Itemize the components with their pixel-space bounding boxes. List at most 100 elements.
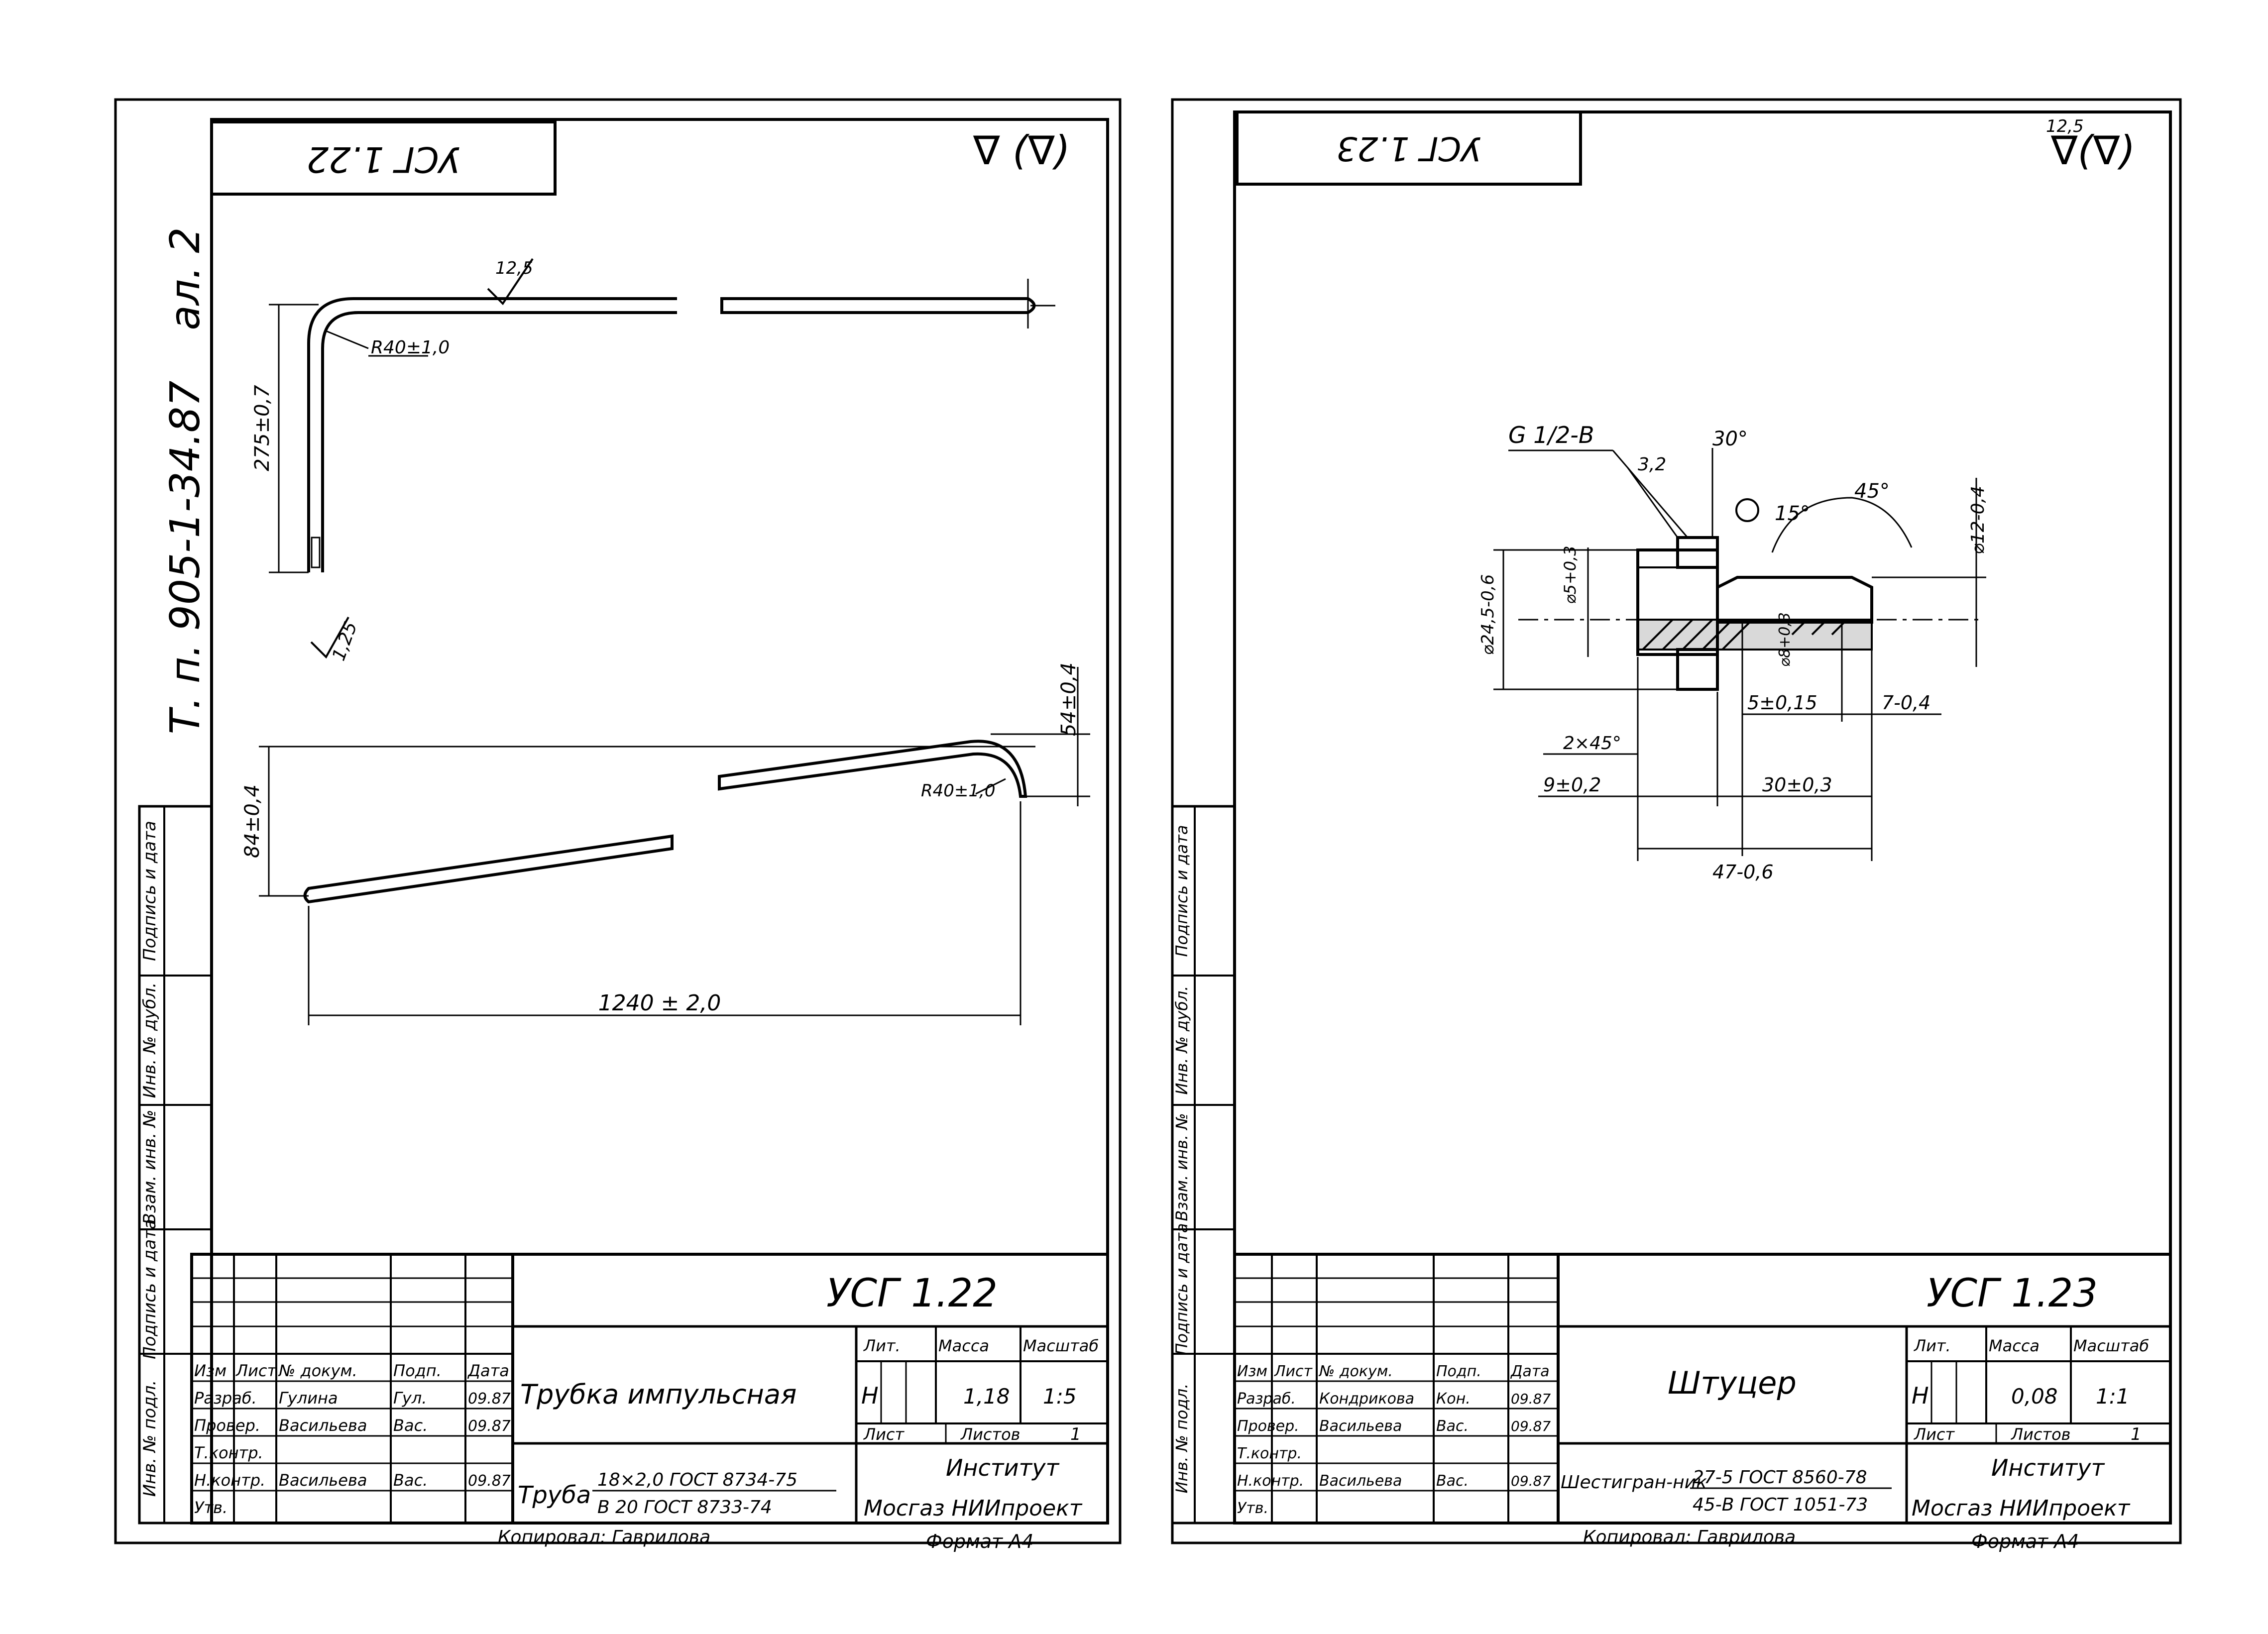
right-angle-45: 45° xyxy=(1854,480,1890,503)
left-tb-sheets: 1 xyxy=(1070,1424,1081,1444)
right-side-stamp: Инв. № подл. Подпись и дата Взам. инв. №… xyxy=(1171,805,1236,1525)
sheet-right: УСГ 1.23 ∇(∇) 12,5 xyxy=(1171,98,2182,1552)
right-dim-d12: ⌀12-0,4 xyxy=(1968,486,1988,554)
left-tb-sheets-label: Листов xyxy=(960,1425,1021,1444)
left-dim-radius-top: R40±1,0 xyxy=(371,337,450,358)
right-tb-r0-role: Разраб. xyxy=(1237,1390,1296,1408)
right-tb-r0-name: Кондрикова xyxy=(1319,1390,1414,1408)
right-tb-material-1: 27-5 ГОСТ 8560-78 xyxy=(1693,1467,1867,1488)
left-corner-code: УСГ 1.22 xyxy=(307,139,460,180)
left-dim-1240: 1240 ± 2,0 xyxy=(598,990,721,1016)
left-tb-institute: Институт xyxy=(946,1454,1059,1481)
left-tb-h4: Дата xyxy=(467,1361,509,1380)
left-side-label-3: Инв. № дубл. xyxy=(140,982,160,1098)
right-tb-lit-label: Лит. xyxy=(1914,1336,1951,1355)
left-upper-tube: 12,5 275±0,7 R40±1,0 1,25 xyxy=(251,258,1055,663)
right-tb-r1-date: 09.87 xyxy=(1511,1418,1551,1434)
right-corner-stamp xyxy=(1236,110,1582,186)
right-tb-material-prefix: Шестигран-ник xyxy=(1561,1472,1707,1493)
left-dim-radius-bottom: R40±1,0 xyxy=(921,781,995,801)
right-side-label-4: Подпись и дата xyxy=(1172,825,1191,957)
right-copied: Копировал: Гаврилова xyxy=(1583,1527,1796,1547)
right-dim-chamfer: 2×45° xyxy=(1563,733,1621,754)
right-dim-d245: ⌀24,5-0,6 xyxy=(1478,574,1498,655)
left-tb-lit-label: Лит. xyxy=(863,1336,901,1355)
right-side-label-2: Взам. инв. № xyxy=(1172,1113,1191,1221)
right-thread-label: G 1/2-B xyxy=(1508,422,1594,448)
right-tb-institute: Институт xyxy=(1991,1454,2105,1481)
right-title-block: Изм Лист № докум. Подп. Дата Разраб. Кон… xyxy=(1233,1253,2172,1552)
right-format: Формат А4 xyxy=(1971,1530,2079,1552)
left-side-label-1: Подпись и дата xyxy=(140,1219,160,1359)
left-roughness-symbol: ∇ (∇) xyxy=(973,127,1070,174)
right-roughness-note: 12,5 xyxy=(2046,116,2084,136)
left-side-label-2: Взам. инв. № xyxy=(140,1110,160,1225)
right-tb-code: УСГ 1.23 xyxy=(1927,1271,2098,1316)
left-tb-r0-role: Разраб. xyxy=(194,1389,257,1408)
left-tb-r0-date: 09.87 xyxy=(468,1390,511,1408)
right-tb-r3-sign: Вас. xyxy=(1436,1472,1469,1490)
right-tb-h0: Изм xyxy=(1237,1363,1267,1380)
right-dim-47: 47-0,6 xyxy=(1712,861,1774,883)
left-side-label-0: Инв. № подл. xyxy=(140,1380,160,1497)
left-tb-r1-name: Васильева xyxy=(279,1416,367,1435)
left-dim-275: 275±0,7 xyxy=(251,385,274,471)
left-tb-material-2: В 20 ГОСТ 8733-74 xyxy=(597,1497,772,1518)
right-tb-h3: Подп. xyxy=(1436,1363,1481,1380)
left-tb-r3-name: Васильева xyxy=(279,1471,367,1490)
left-side-label-4: Подпись и дата xyxy=(140,821,160,961)
left-tb-mass-label: Масса xyxy=(938,1336,989,1355)
left-copied: Копировал: Гаврилова xyxy=(498,1527,710,1547)
right-corner-code: УСГ 1.23 xyxy=(1336,129,1481,168)
right-roughness-symbol: ∇(∇) xyxy=(2050,127,2135,174)
right-tb-r1-role: Провер. xyxy=(1237,1417,1299,1435)
left-tb-org: Мосгаз НИИпроект xyxy=(864,1496,1083,1521)
left-title-block: Изм Лист № докум. Подп. Дата Разраб. Гул… xyxy=(190,1253,1109,1552)
left-tb-h3: Подп. xyxy=(393,1361,442,1380)
left-dim-54: 54±0,4 xyxy=(1057,662,1080,736)
left-side-stamp: Инв. № подл. Подпись и дата Взам. инв. №… xyxy=(138,805,213,1525)
right-roughness-small: 3,2 xyxy=(1638,454,1666,475)
right-dim-9: 9±0,2 xyxy=(1543,774,1601,796)
left-tb-r3-sign: Вас. xyxy=(393,1471,428,1490)
left-tb-material-prefix: Труба xyxy=(518,1481,591,1509)
left-tb-h1: Лист xyxy=(235,1361,277,1380)
right-tb-org: Мосгаз НИИпроект xyxy=(1912,1496,2131,1521)
right-tb-h1: Лист xyxy=(1274,1363,1313,1380)
right-tb-mass: 0,08 xyxy=(2011,1384,2058,1409)
left-tb-sheet-label: Лист xyxy=(863,1425,905,1444)
right-angle-15: 15° xyxy=(1775,502,1810,525)
left-tb-lit: Н xyxy=(861,1382,879,1409)
right-fitting-drawing: G 1/2-B 3,2 30° 15° 45° ⌀12-0,4 ⌀24,5-0,… xyxy=(1478,422,1988,883)
right-tb-r0-date: 09.87 xyxy=(1511,1391,1551,1407)
left-sheet-id: Т. п. 905-1-34.87 xyxy=(162,381,209,735)
left-tb-mass: 1,18 xyxy=(963,1384,1010,1409)
left-format: Формат А4 xyxy=(926,1530,1033,1552)
right-tb-r4-role: Утв. xyxy=(1237,1500,1268,1517)
right-dim-30: 30±0,3 xyxy=(1762,774,1832,796)
right-tb-sheets-label: Листов xyxy=(2011,1425,2071,1444)
left-tb-r0-sign: Гул. xyxy=(393,1389,427,1408)
left-roughness-bend: 1,25 xyxy=(329,619,361,663)
left-tb-r1-role: Провер. xyxy=(194,1416,260,1435)
left-tb-scale-label: Масштаб xyxy=(1023,1336,1099,1355)
right-dim-d5: ⌀5+0,3 xyxy=(1561,545,1580,604)
left-tb-h2: № докум. xyxy=(278,1361,357,1380)
right-dim-d8: ⌀8+0,3 xyxy=(1776,612,1794,667)
right-tb-name: Штуцер xyxy=(1668,1365,1797,1401)
right-tb-r2-role: Т.контр. xyxy=(1237,1445,1302,1462)
right-dim-5: 5±0,15 xyxy=(1747,692,1817,714)
right-tb-sheet-label: Лист xyxy=(1914,1425,1955,1444)
right-tb-scale-label: Масштаб xyxy=(2073,1336,2149,1355)
right-tb-material-2: 45-В ГОСТ 1051-73 xyxy=(1693,1495,1868,1515)
left-outer-frame xyxy=(114,98,1122,1544)
right-tb-h4: Дата xyxy=(1510,1363,1550,1380)
right-tb-r1-sign: Вас. xyxy=(1436,1417,1469,1435)
left-tb-r3-role: Н.контр. xyxy=(194,1471,265,1490)
right-tb-r3-date: 09.87 xyxy=(1511,1473,1551,1489)
right-tb-lit: Н xyxy=(1912,1382,1929,1409)
left-lower-tube: 84±0,4 54±0,4 R40±1,0 1240 ± 2,0 xyxy=(241,662,1090,1025)
left-tb-h0: Изм xyxy=(194,1361,227,1380)
left-tb-r1-date: 09.87 xyxy=(468,1417,511,1435)
